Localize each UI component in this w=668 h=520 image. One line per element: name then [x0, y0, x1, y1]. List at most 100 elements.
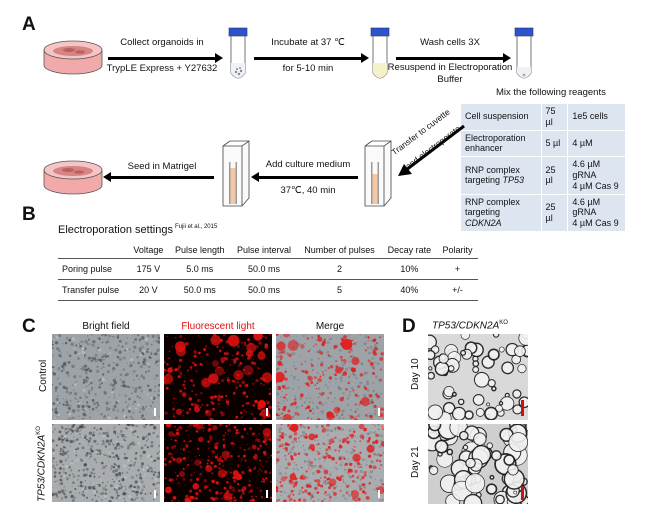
step3-label-line2: Resuspend in Electroporation [387, 62, 513, 73]
arrow-medium [251, 172, 358, 182]
reagent-conc: 1e5 cells [567, 103, 626, 131]
petri-dish-icon [43, 40, 103, 75]
table-cell: Poring pulse [58, 258, 128, 280]
reagent-volume: 25 µl [540, 193, 569, 232]
table-cell: + [437, 258, 478, 280]
cuvette-icon [222, 140, 250, 207]
reagent-volume: 5 µl [540, 129, 569, 158]
table-cell: 2 [297, 258, 382, 280]
col-header: Number of pulses [297, 242, 382, 259]
table-cell: 50.0 ms [230, 258, 298, 280]
reagent-name: Cell suspension [460, 103, 542, 131]
micrograph-bright-ko [52, 424, 160, 502]
micrograph-texture [428, 424, 528, 504]
micrograph-merge-ko [276, 424, 384, 502]
arrow-transfer [398, 124, 465, 176]
micrograph-day10 [428, 334, 528, 420]
panel-label-a: A [22, 14, 36, 35]
tube-icon [514, 27, 534, 79]
panel-d-title: TP53/CDKN2AKO [432, 320, 508, 332]
reagent-volume: 75 µl [540, 103, 569, 131]
micrograph-fluor-control [164, 334, 272, 420]
step3-label-line1: Wash cells 3X [420, 37, 480, 48]
ep-settings-ref: Fujii et al., 2015 [174, 224, 218, 231]
scale-bar [154, 408, 156, 416]
scale-bar [266, 408, 268, 416]
arrow-wash [396, 53, 511, 63]
reagent-conc: 4 µM [567, 129, 626, 158]
medium-label-line2: 37℃, 40 min [280, 185, 336, 196]
micrograph-texture [164, 334, 272, 420]
table-row: Transfer pulse 20 V 50.0 ms 50.0 ms 5 40… [58, 279, 478, 301]
table-cell: 50.0 ms [168, 279, 231, 301]
panel-label-d: D [402, 316, 416, 337]
step2-label-line2: for 5-10 min [282, 63, 334, 74]
arrow-collect [108, 53, 223, 63]
row-label-control: Control [38, 359, 49, 392]
micrograph-texture [428, 334, 528, 420]
micrograph-texture [52, 334, 160, 420]
tube-icon [370, 27, 390, 79]
tube-icon [228, 27, 248, 79]
electroporation-table: Voltage Pulse length Pulse interval Numb… [58, 242, 478, 301]
table-header-row: Voltage Pulse length Pulse interval Numb… [58, 242, 478, 259]
micrograph-texture [276, 424, 384, 502]
micrograph-texture [52, 424, 160, 502]
col-header: Polarity [437, 242, 478, 259]
row-label-day10: Day 10 [410, 358, 421, 390]
micrograph-fluor-ko [164, 424, 272, 502]
col-label-bright-field: Bright field [82, 321, 130, 332]
petri-dish-icon [43, 160, 103, 195]
mix-title: Mix the following reagents [496, 87, 606, 98]
panel-label-c: C [22, 316, 36, 337]
col-label-fluorescent: Fluorescent light [181, 321, 255, 332]
seed-label: Seed in Matrigel [127, 161, 197, 172]
table-cell: 175 V [128, 258, 169, 280]
arrow-seed [103, 172, 214, 182]
reagent-table: Cell suspension 75 µl 1e5 cells Electrop… [460, 103, 626, 232]
step1-label-line2: TrypLE Express + Y27632 [106, 63, 218, 74]
table-cell: 5.0 ms [168, 258, 231, 280]
col-header: Decay rate [381, 242, 438, 259]
micrograph-merge-control [276, 334, 384, 420]
step2-label-line1: Incubate at 37 ℃ [271, 37, 345, 48]
table-row: Cell suspension 75 µl 1e5 cells [460, 103, 626, 131]
row-label-ko: TP53/CDKN2AKO [36, 426, 48, 502]
scale-bar [266, 490, 268, 498]
col-label-merge: Merge [315, 321, 345, 332]
scale-bar [378, 490, 380, 498]
table-cell: 40% [381, 279, 438, 301]
table-cell: 20 V [128, 279, 169, 301]
panel-label-b: B [22, 204, 36, 225]
cuvette-icon [364, 140, 392, 207]
micrograph-bright-control [52, 334, 160, 420]
scale-bar [521, 486, 524, 500]
table-cell: 50.0 ms [230, 279, 298, 301]
micrograph-texture [276, 334, 384, 420]
table-row: Poring pulse 175 V 5.0 ms 50.0 ms 2 10% … [58, 258, 478, 280]
table-cell: 5 [297, 279, 382, 301]
step3-label-line3: Buffer [437, 74, 463, 85]
col-header: Pulse interval [230, 242, 298, 259]
step1-label-line1: Collect organoids in [120, 37, 204, 48]
col-header: Voltage [128, 242, 169, 259]
col-header: Pulse length [168, 242, 231, 259]
scale-bar [378, 408, 380, 416]
reagent-volume: 25 µl [540, 156, 569, 195]
scale-bar [154, 490, 156, 498]
row-label-day21: Day 21 [410, 446, 421, 478]
scale-bar [521, 400, 524, 416]
medium-label-line1: Add culture medium [265, 159, 351, 170]
table-cell: Transfer pulse [58, 279, 128, 301]
col-header [58, 242, 128, 259]
micrograph-texture [164, 424, 272, 502]
micrograph-day21 [428, 424, 528, 504]
table-cell: +/- [437, 279, 478, 301]
